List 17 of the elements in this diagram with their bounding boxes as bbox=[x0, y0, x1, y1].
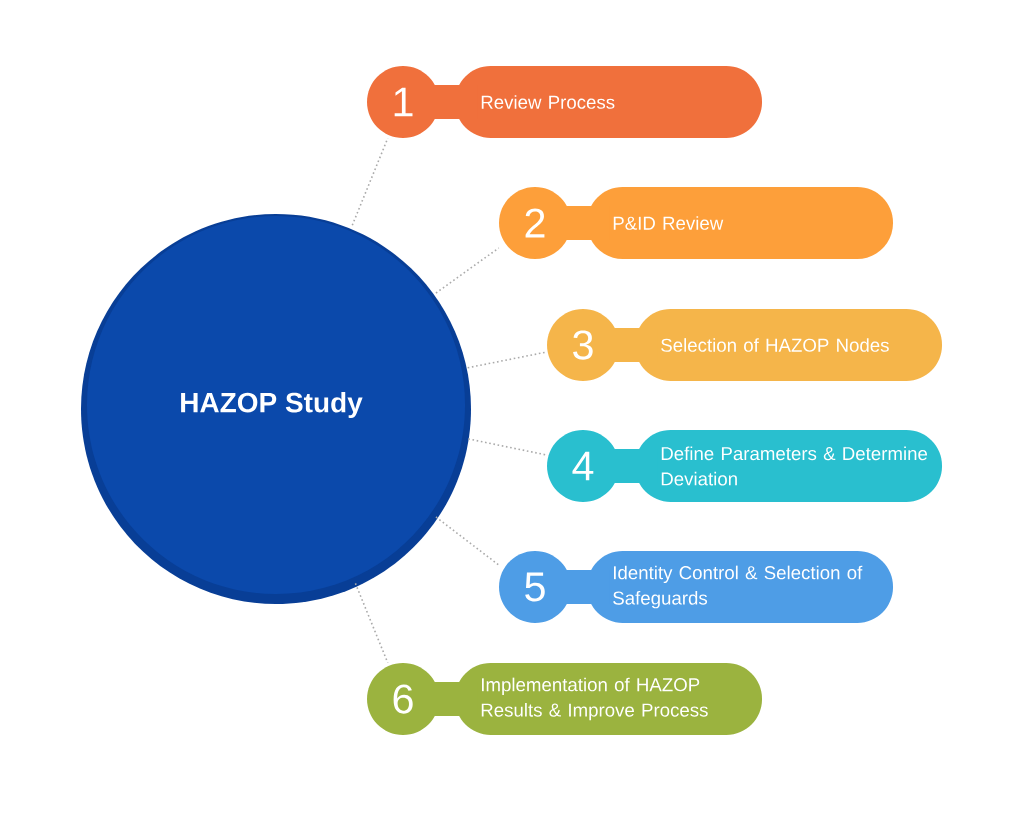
node-label: 6 bbox=[393, 684, 413, 714]
step-pill: 3 Selection of HAZOP Nodes bbox=[547, 309, 942, 381]
step-pill: 4 Define Parameters & Determine Deviation bbox=[547, 430, 942, 502]
connector-line bbox=[354, 582, 389, 664]
node-label: 2 bbox=[525, 208, 545, 238]
connector-line bbox=[435, 516, 500, 566]
connector-line bbox=[466, 351, 548, 369]
node-label: 5 bbox=[525, 572, 545, 602]
connector-line bbox=[467, 438, 548, 456]
connector-line bbox=[435, 247, 500, 294]
node-label: 1 bbox=[394, 87, 413, 117]
node-label: 4 bbox=[572, 451, 594, 481]
step-pill: 5 Identity Control & Selection of Safeguards bbox=[499, 551, 893, 623]
step-pill: 2 P&ID Review bbox=[499, 187, 893, 259]
step-pill: 1 Review Process bbox=[367, 66, 762, 138]
step-pill: 6 Implementation of HAZOP Results & Improve Process bbox=[367, 663, 762, 735]
node-label: 3 bbox=[573, 330, 593, 360]
